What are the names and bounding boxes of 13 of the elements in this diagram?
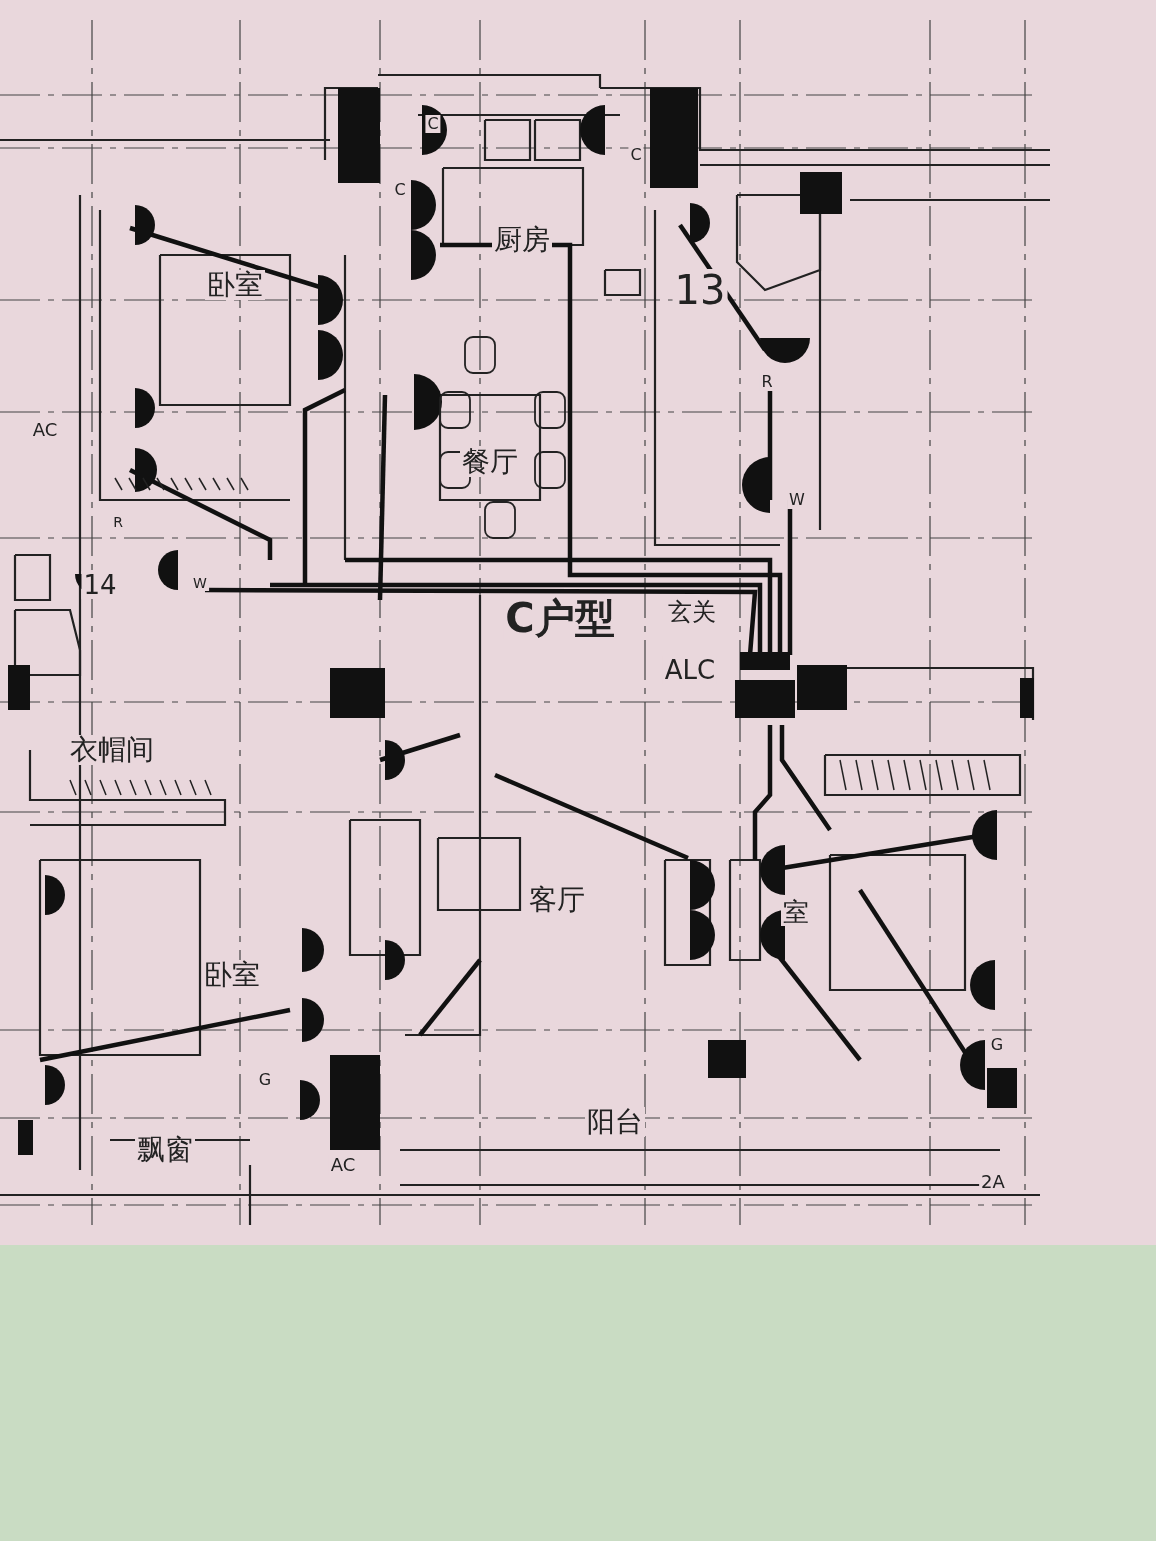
room-label: 厨房 [492, 225, 552, 255]
room-label: 卧室 [205, 270, 265, 300]
symbol-letter: W [787, 491, 807, 509]
symbol-letter: W [191, 575, 209, 591]
room-label: 室 [781, 898, 811, 926]
symbol-letter: C [425, 115, 441, 133]
room-label: 客厅 [527, 885, 587, 915]
room-label: 阳台 [585, 1107, 645, 1137]
room-label: 玄关 [666, 599, 718, 625]
room-number: 14 [81, 571, 119, 599]
symbol-letter: R [111, 514, 125, 530]
room-label: 餐厅 [460, 447, 520, 477]
room-label: 飘窗 [135, 1135, 195, 1165]
